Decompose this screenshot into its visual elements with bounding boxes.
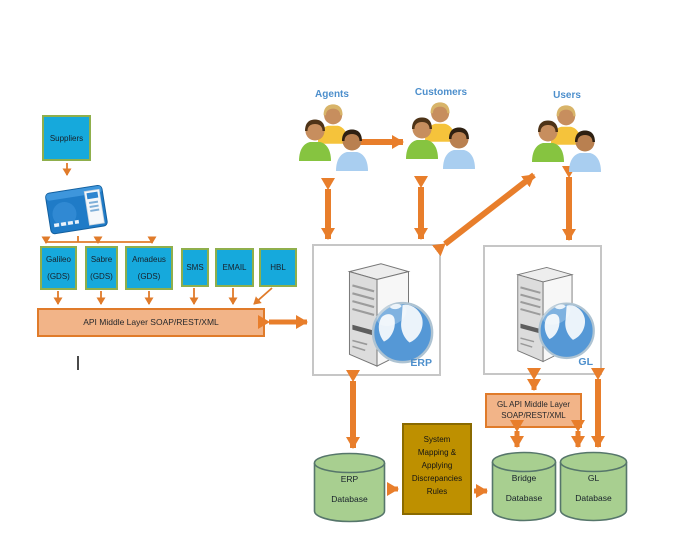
agents-label: Agents [315, 89, 349, 100]
gl-api-label-line1: GL API Middle Layer [496, 399, 571, 409]
system-mapping-rules-box: System Mapping & Applying Discrepancies … [402, 423, 472, 515]
api-middle-layer-bar: API Middle Layer SOAP/REST/XML [37, 308, 265, 337]
suppliers-box: Suppliers [42, 115, 91, 161]
rules-line-1: System [423, 435, 451, 444]
source-box-galileo: Galileo (GDS) [40, 246, 77, 290]
source-box-email: EMAIL [215, 248, 254, 287]
gl-api-middle-layer-bar: GL API Middle Layer SOAP/REST/XML [485, 393, 582, 428]
customers-label: Customers [414, 87, 468, 98]
source-box-hbl: HBL [259, 248, 297, 287]
amadeus-sublabel: (GDS) [137, 272, 161, 281]
source-box-sabre: Sabre (GDS) [85, 246, 118, 290]
database-cylinder-icon [491, 451, 557, 522]
gl-server-label: GL [578, 356, 593, 368]
customers-people-group-icon [406, 102, 475, 169]
galileo-sublabel: (GDS) [47, 272, 70, 281]
bridge-database: Bridge Database [491, 451, 557, 522]
sms-label: SMS [186, 263, 204, 272]
sabre-sublabel: (GDS) [90, 272, 113, 281]
amadeus-label: Amadeus [132, 255, 166, 264]
erp-server-label: ERP [410, 357, 432, 369]
agents-people-group-icon [299, 104, 368, 171]
email-label: EMAIL [222, 263, 247, 272]
database-cylinder-icon [559, 451, 628, 522]
source-box-sms: SMS [181, 248, 209, 287]
bridge-db-label1: Bridge [511, 473, 537, 483]
erp-db-label1: ERP [340, 474, 359, 484]
rules-line-5: Rules [426, 487, 448, 496]
text-caret-artifact [77, 356, 79, 370]
users-people-group-icon [532, 105, 601, 172]
suppliers-label: Suppliers [49, 133, 84, 143]
server-tower-globe-icon [516, 266, 595, 363]
users-label: Users [553, 90, 581, 101]
galileo-label: Galileo [46, 255, 71, 264]
sabre-label: Sabre [90, 255, 113, 264]
source-box-amadeus: Amadeus (GDS) [125, 246, 173, 290]
rules-line-4: Discrepancies [411, 474, 463, 483]
erp-server-box: ERP [312, 244, 441, 376]
api-middle-layer-label: API Middle Layer SOAP/REST/XML [83, 316, 219, 327]
gl-db-label1: GL [587, 473, 600, 483]
database-cylinder-icon [313, 452, 386, 523]
erp-database: ERP Database [313, 452, 386, 523]
hbl-label: HBL [270, 263, 286, 272]
arrow-erp-users-diagonal [432, 172, 536, 257]
payment-card-icon [45, 184, 108, 235]
server-tower-globe-icon [348, 262, 434, 368]
arrow-hbl-api [253, 287, 273, 305]
gl-server-box: GL [483, 245, 602, 375]
rules-line-3: Applying [421, 461, 453, 470]
gl-api-label-line2: SOAP/REST/XML [501, 410, 566, 420]
rules-line-2: Mapping & [417, 448, 457, 457]
gl-database: GL Database [559, 451, 628, 522]
bridge-db-label2: Database [505, 493, 543, 503]
gl-db-label2: Database [575, 493, 612, 503]
erp-db-label2: Database [331, 494, 368, 504]
